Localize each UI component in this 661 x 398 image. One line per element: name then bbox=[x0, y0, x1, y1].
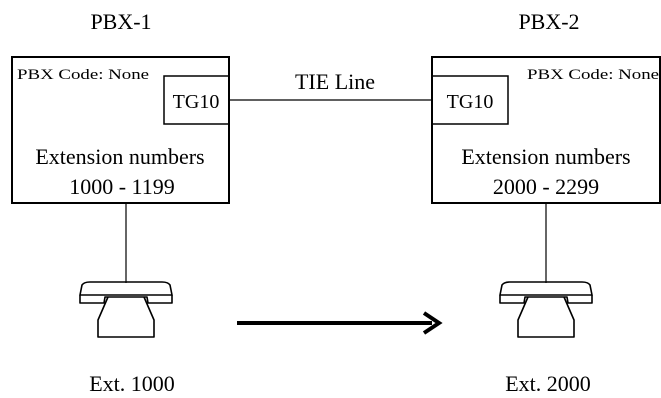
pbx2-code-label: PBX Code: None bbox=[527, 67, 659, 83]
pbx1-box bbox=[11, 56, 230, 204]
pbx1-trunk-group-label: TG10 bbox=[173, 91, 220, 113]
pbx1-ext-range: 1000 - 1199 bbox=[69, 174, 175, 199]
pbx2-ext-range: 2000 - 2299 bbox=[493, 174, 599, 199]
pbx1-code-label: PBX Code: None bbox=[17, 67, 149, 83]
telephone-icon bbox=[79, 281, 173, 338]
pbx1-phone-label: Ext. 1000 bbox=[89, 371, 175, 396]
pbx2-trunk-group-label: TG10 bbox=[447, 91, 494, 113]
pbx1-ext-label: Extension numbers bbox=[35, 144, 204, 169]
right-arrow-icon bbox=[237, 311, 443, 335]
pbx2-trunk-group-box bbox=[431, 75, 509, 125]
pbx2-phone-label: Ext. 2000 bbox=[505, 371, 591, 396]
tie-line-label: TIE Line bbox=[295, 69, 375, 94]
telephone-icon bbox=[499, 281, 593, 338]
pbx1-title: PBX-1 bbox=[90, 9, 151, 34]
pbx2-title: PBX-2 bbox=[518, 9, 579, 34]
pbx2-ext-label: Extension numbers bbox=[461, 144, 630, 169]
